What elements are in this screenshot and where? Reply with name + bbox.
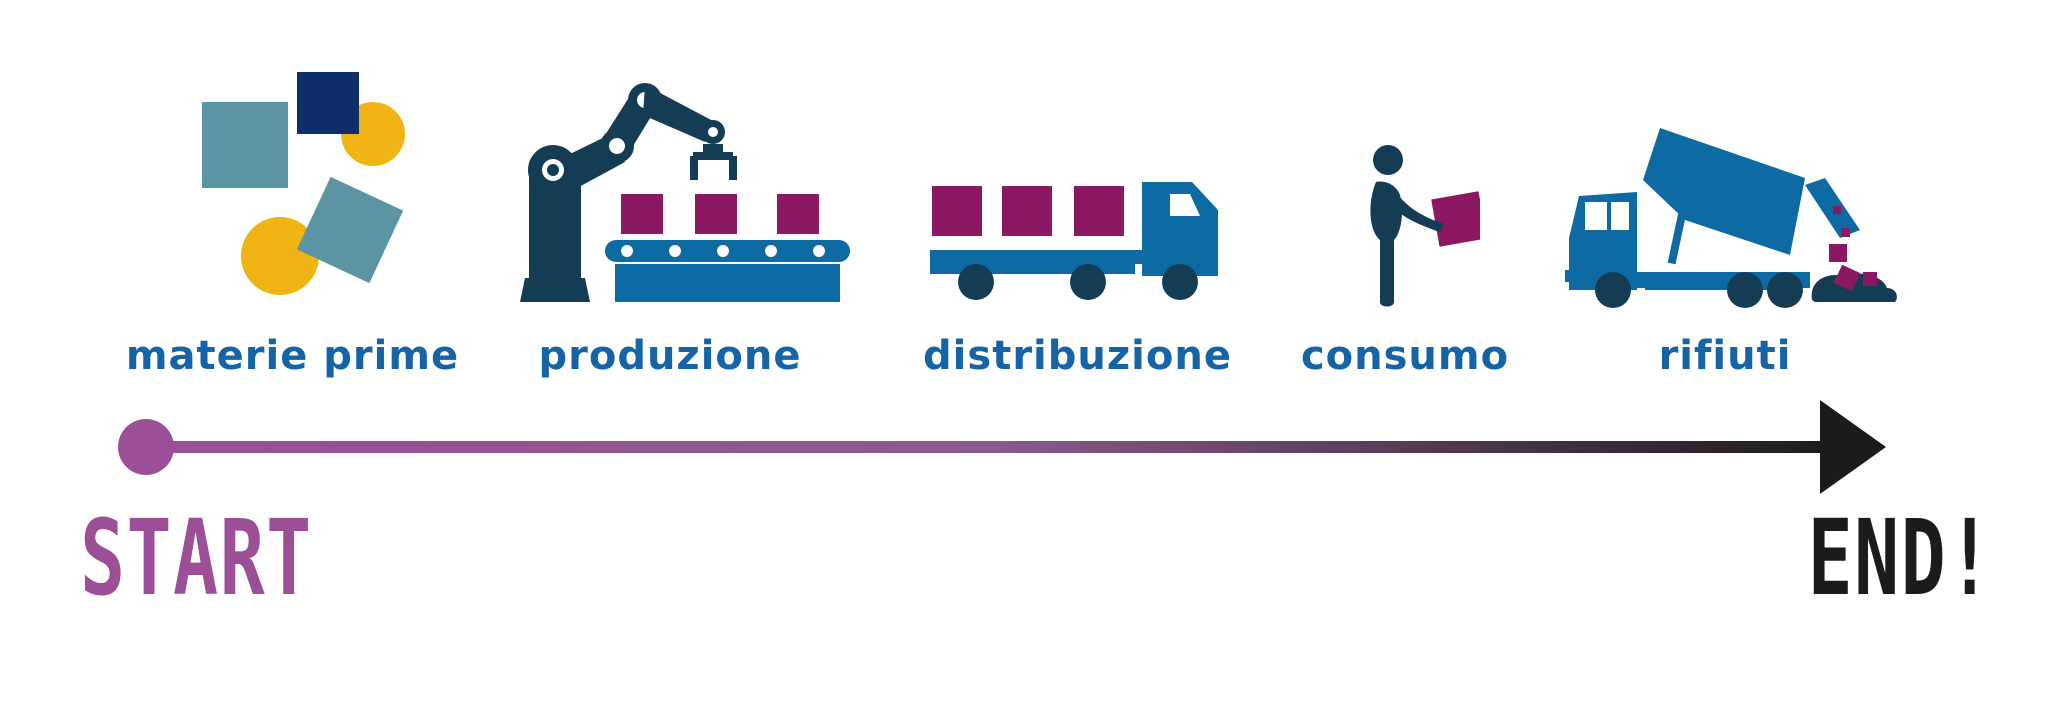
timeline-line	[145, 441, 1845, 453]
step-label-distribution: distribuzione	[923, 333, 1232, 379]
person-carrying-box-icon	[1370, 145, 1480, 307]
step-label-raw-materials: materie prime	[125, 333, 460, 379]
step-label-consumption: consumo	[1300, 333, 1510, 379]
robot-arm-conveyor-icon	[520, 83, 850, 302]
timeline-start-dot	[118, 419, 174, 475]
step-label-waste: rifiuti	[1658, 333, 1792, 379]
end-label: END!	[1807, 497, 1994, 619]
start-label: START	[80, 497, 313, 619]
step-label-production: produzione	[538, 333, 802, 379]
timeline-arrow	[118, 400, 1886, 494]
raw-materials-shapes-icon	[202, 72, 405, 295]
timeline-arrowhead	[1820, 400, 1886, 494]
delivery-truck-icon	[930, 182, 1218, 300]
dump-truck-icon	[1565, 128, 1897, 308]
